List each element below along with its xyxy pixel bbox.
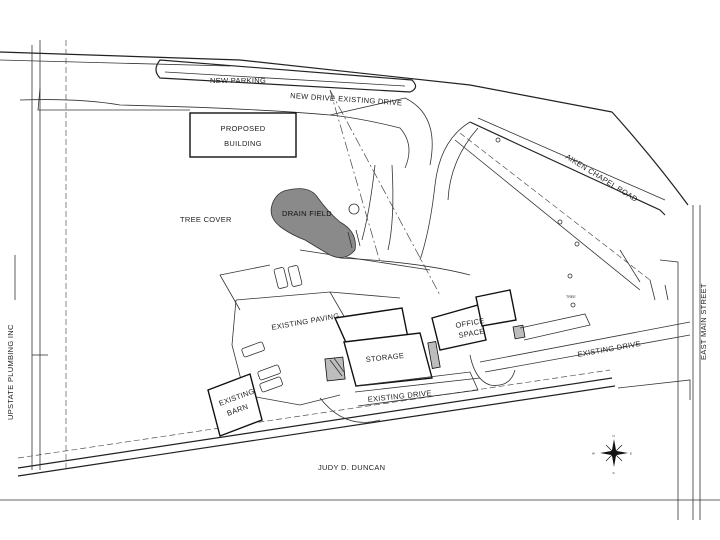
existing-paving-label: EXISTING PAVING xyxy=(271,311,340,332)
new-parking-area: · NEW PARKING NEW DRIVE EXISTING DRIVE xyxy=(19,59,433,169)
compass-east: E xyxy=(630,452,632,456)
proposed-building-label-line2: BUILDING xyxy=(224,139,262,148)
drain-field: DRAIN FIELD xyxy=(270,188,361,258)
compass-north: N xyxy=(613,434,615,438)
survey-annotations xyxy=(14,249,669,356)
tree-label-right: TREE xyxy=(566,295,576,299)
existing-drive-top-label: EXISTING DRIVE xyxy=(338,94,403,107)
proposed-building: PROPOSED BUILDING xyxy=(189,112,297,158)
existing-drive-bottom-label: EXISTING DRIVE xyxy=(367,388,432,404)
east-main-street-label: EAST MAIN STREET xyxy=(699,283,708,360)
svg-text:·: · xyxy=(175,63,176,67)
parked-cars xyxy=(241,265,303,393)
storage-building: STORAGE xyxy=(319,307,479,423)
property-lines xyxy=(0,40,720,520)
trees: TREE xyxy=(495,137,580,308)
drain-field-label: DRAIN FIELD xyxy=(282,209,332,218)
upstate-plumbing-label: UPSTATE PLUMBING INC xyxy=(6,324,15,420)
tree-cover-label: TREE COVER xyxy=(180,215,232,224)
existing-drive-right: EXISTING DRIVE xyxy=(479,321,691,373)
compass-rose-icon: N S E W xyxy=(592,434,632,475)
new-drive-label: NEW DRIVE xyxy=(290,91,336,103)
judy-duncan-label: JUDY D. DUNCAN xyxy=(318,463,385,472)
aiken-chapel-road: AIKEN CHAPEL ROAD xyxy=(454,117,666,291)
compass-south: S xyxy=(613,471,615,475)
proposed-building-label-line1: PROPOSED xyxy=(221,124,266,133)
new-parking-label: NEW PARKING xyxy=(210,76,266,85)
compass-west: W xyxy=(592,452,595,456)
storage-label: STORAGE xyxy=(365,351,404,364)
office-space-building: OFFICE SPACE xyxy=(427,289,591,386)
existing-barn: EXISTING BARN xyxy=(207,373,263,437)
aiken-chapel-road-label: AIKEN CHAPEL ROAD xyxy=(564,152,640,204)
